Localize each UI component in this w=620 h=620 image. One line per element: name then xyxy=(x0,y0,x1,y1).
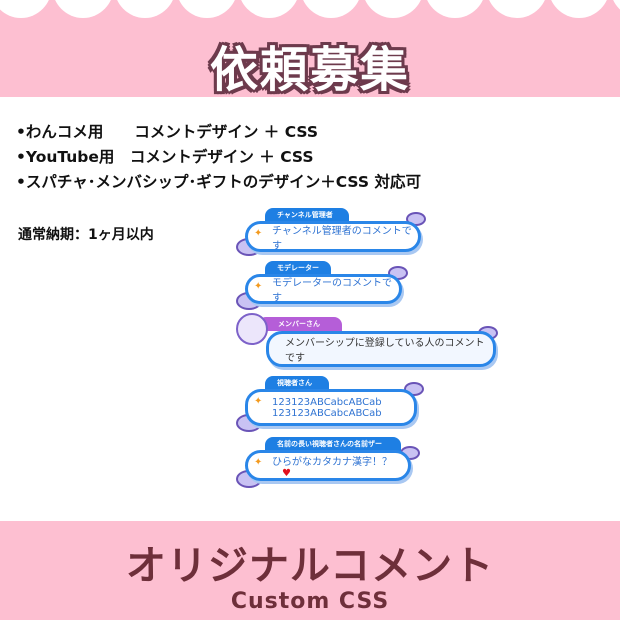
comment-name-tag: メンバーさん xyxy=(258,317,342,331)
service-list: •わんコメ用 コメントデザイン ＋ CSS •YouTube用 コメントデザイン… xyxy=(16,120,421,195)
scallop-border xyxy=(0,0,620,20)
comment-name-tag: 視聴者さん xyxy=(265,376,329,390)
comment-bubble: ✦ 123123ABCabcABCab 123123ABCabcABCab xyxy=(245,389,417,426)
comment-text: チャンネル管理者のコメントです xyxy=(272,225,412,252)
heart-icon: ♥ xyxy=(282,467,291,479)
comment-bubble: ✦ モデレーターのコメントです xyxy=(245,274,402,304)
sparkle-icon: ✦ xyxy=(254,396,263,407)
comment-name-tag: モデレーター xyxy=(265,261,331,275)
service-item: •YouTube用 コメントデザイン ＋ CSS xyxy=(16,148,314,166)
service-item: •スパチャ･メンバシップ･ギフトのデザイン＋CSS 対応可 xyxy=(16,173,421,191)
comment-text: メンバーシップに登録している人のコメントです xyxy=(285,338,485,364)
footer-title: オリジナルコメント xyxy=(125,543,495,589)
comment-bubble: ✦ チャンネル管理者のコメントです xyxy=(245,221,421,252)
comment-name-tag: チャンネル管理者 xyxy=(265,208,349,222)
delivery-time: 通常納期：1ヶ月以内 xyxy=(18,227,154,243)
comment-bubble: メンバーシップに登録している人のコメントです xyxy=(266,331,496,367)
sparkle-icon: ✦ xyxy=(254,228,263,239)
sparkle-icon: ✦ xyxy=(254,457,263,468)
comment-text: 123123ABCabcABCab xyxy=(272,407,382,419)
comment-bubble: ✦ ひらがなカタカナ漢字！？♥ xyxy=(245,450,411,481)
sparkle-icon: ✦ xyxy=(254,281,263,292)
service-item: •わんコメ用 コメントデザイン ＋ CSS xyxy=(16,123,318,141)
comment-name-tag: 名前の長い視聴者さんの名前ザー xyxy=(265,437,401,451)
comment-text: ひらがなカタカナ漢字！？♥ xyxy=(272,456,392,479)
page-title: 依頼募集 xyxy=(209,42,410,98)
header-banner: 依頼募集 xyxy=(0,0,620,98)
footer-banner: オリジナルコメント Custom CSS xyxy=(0,521,620,620)
footer-subtitle: Custom CSS xyxy=(230,589,390,614)
comment-text: モデレーターのコメントです xyxy=(272,278,392,304)
comment-text: 123123ABCabcABCab xyxy=(272,396,382,408)
avatar xyxy=(236,313,268,345)
